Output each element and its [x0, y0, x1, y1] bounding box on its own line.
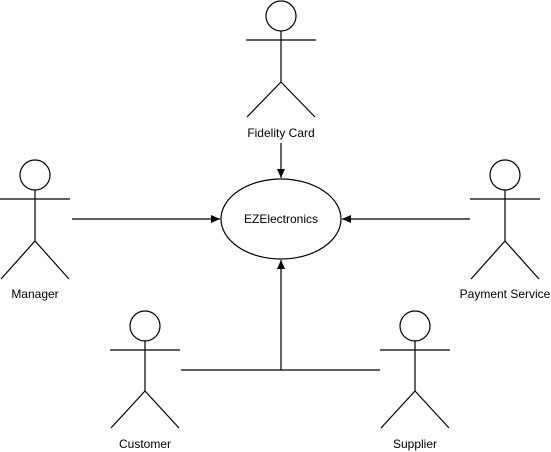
- actor-label: Payment Service: [460, 287, 551, 301]
- actor-head: [399, 310, 431, 342]
- actor-head: [19, 159, 51, 191]
- actor-label: Customer: [119, 437, 171, 451]
- use-case-label: EZElectronics: [244, 212, 318, 226]
- use-case-ezelectronics[interactable]: EZElectronics: [220, 178, 342, 260]
- actor-fidelity-card[interactable]: Fidelity Card: [246, 0, 316, 140]
- actor-head: [129, 310, 161, 342]
- actor-manager[interactable]: Manager: [0, 159, 70, 301]
- actor-label: Manager: [11, 287, 58, 301]
- actor-customer[interactable]: Customer: [110, 310, 180, 451]
- actor-label: Fidelity Card: [247, 126, 314, 140]
- actor-head: [489, 159, 521, 191]
- actor-label: Supplier: [393, 437, 437, 451]
- actor-head: [265, 0, 297, 32]
- actor-payment-service[interactable]: Payment Service: [460, 159, 551, 301]
- actor-supplier[interactable]: Supplier: [380, 310, 450, 451]
